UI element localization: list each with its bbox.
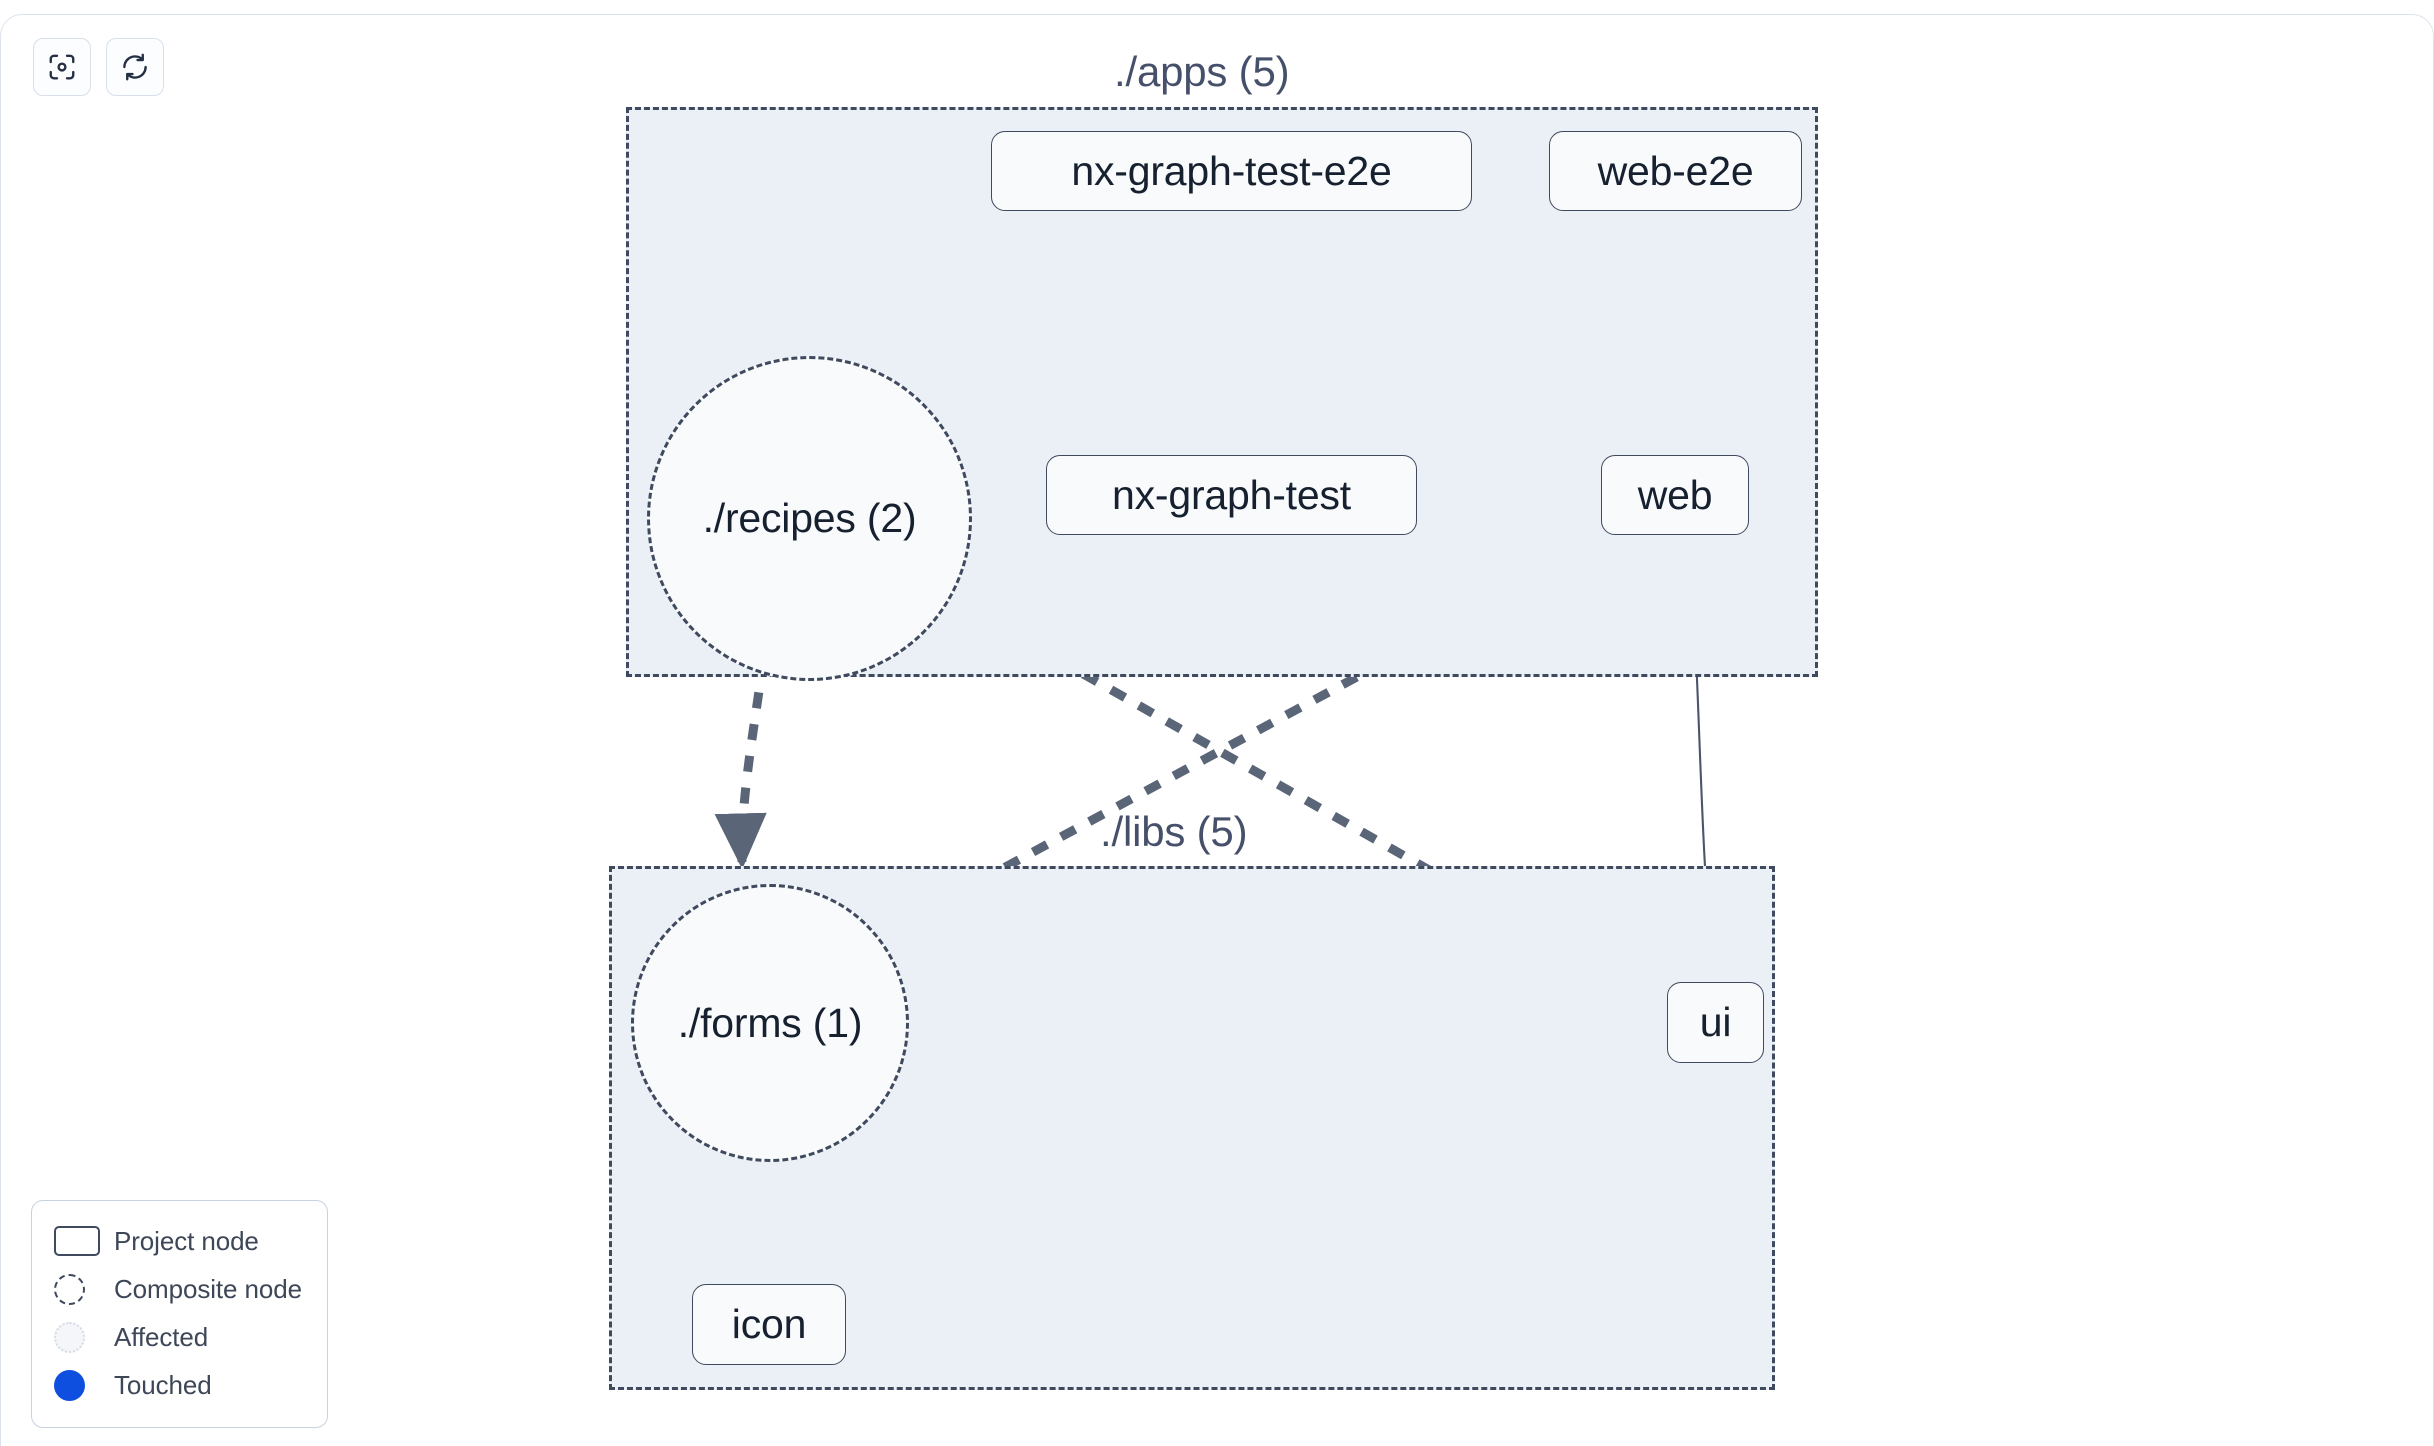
legend-item-touched: Touched — [54, 1361, 309, 1409]
legend-item-project-node: Project node — [54, 1217, 309, 1265]
node-recipes[interactable]: ./recipes (2) — [647, 356, 972, 681]
legend-label: Composite node — [114, 1273, 302, 1304]
legend-item-affected: Affected — [54, 1313, 309, 1361]
affected-swatch — [54, 1321, 106, 1353]
node-label: web — [1637, 471, 1713, 518]
node-forms[interactable]: ./forms (1) — [631, 884, 909, 1162]
touched-swatch — [54, 1369, 106, 1401]
refresh-icon — [120, 52, 150, 82]
legend-label: Touched — [114, 1369, 212, 1400]
group-label-apps: ./apps (5) — [1114, 48, 1290, 95]
legend-label: Affected — [114, 1321, 209, 1352]
legend-item-composite-node: Composite node — [54, 1265, 309, 1313]
composite-node-swatch — [54, 1273, 106, 1305]
node-label: ui — [1699, 999, 1732, 1045]
node-label: web-e2e — [1597, 147, 1754, 194]
focus-graph-button[interactable] — [33, 38, 91, 96]
graph-toolbar — [33, 38, 164, 96]
refresh-graph-button[interactable] — [106, 38, 164, 96]
node-label: nx-graph-test — [1112, 471, 1351, 518]
node-nx-graph-test-e2e[interactable]: nx-graph-test-e2e — [991, 131, 1472, 211]
node-label: ./recipes (2) — [702, 495, 917, 541]
legend-label: Project node — [114, 1225, 259, 1256]
node-web[interactable]: web — [1601, 455, 1749, 535]
node-label: ./forms (1) — [677, 999, 863, 1046]
node-label: icon — [731, 1301, 807, 1347]
group-label-libs: ./libs (5) — [1100, 808, 1248, 855]
node-web-e2e[interactable]: web-e2e — [1549, 131, 1802, 211]
node-ui[interactable]: ui — [1667, 982, 1764, 1063]
node-nx-graph-test[interactable]: nx-graph-test — [1046, 455, 1417, 535]
project-node-swatch — [54, 1226, 106, 1256]
node-icon[interactable]: icon — [692, 1284, 846, 1365]
graph-legend: Project node Composite node Affected Tou… — [31, 1200, 328, 1428]
node-label: nx-graph-test-e2e — [1071, 147, 1392, 194]
edge-recipes-to-forms[interactable] — [714, 628, 772, 870]
focus-target-icon — [47, 52, 77, 82]
